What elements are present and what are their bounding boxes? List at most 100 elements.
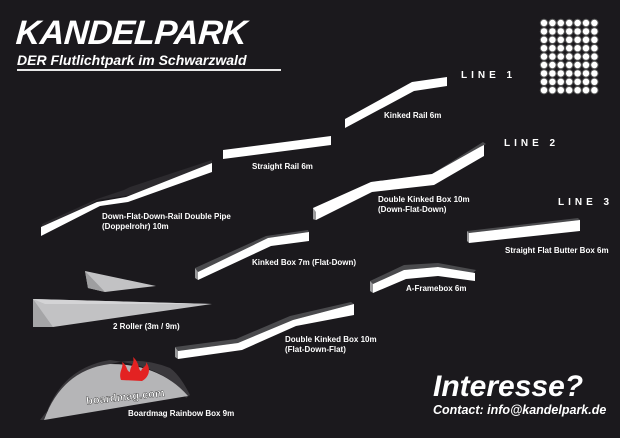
floodlight-dot	[574, 78, 581, 86]
floodlight-dot	[574, 70, 581, 77]
straight-rail-label: Straight Rail 6m	[252, 162, 313, 171]
double-pipe-rail-shape	[41, 160, 212, 236]
double-kinked-box-fdf-label-line1: Double Kinked Box 10m	[285, 335, 377, 344]
floodlight-dot	[582, 61, 590, 69]
line-2-label: LINE 2	[504, 138, 560, 149]
floodlight-dot	[566, 78, 573, 86]
a-framebox-label: A-Framebox 6m	[406, 284, 467, 293]
flame-logo-icon	[120, 357, 149, 381]
floodlight-dot	[582, 45, 590, 52]
title-divider	[17, 69, 281, 71]
line-3-label: LINE 3	[558, 197, 614, 208]
floodlight-dot	[557, 53, 564, 60]
kinked-box-label: Kinked Box 7m (Flat-Down)	[252, 258, 357, 267]
floodlight-dot	[574, 61, 581, 69]
kinked-box-shape	[195, 230, 309, 280]
kinked-rail-label: Kinked Rail 6m	[384, 111, 442, 120]
contact-email-link[interactable]: Contact: info@kandelpark.de	[433, 403, 607, 417]
floodlight-dot	[591, 36, 598, 43]
floodlight-dot	[540, 70, 548, 77]
floodlight-dot	[574, 53, 581, 60]
straight-rail-shape	[223, 136, 331, 159]
floodlight-dot	[574, 36, 581, 43]
page-subtitle: DER Flutlichtpark im Schwarzwald	[17, 52, 247, 68]
floodlight-dot	[549, 19, 556, 27]
floodlight-dot	[549, 53, 556, 60]
floodlight-dot	[582, 19, 590, 27]
floodlight-dot	[540, 78, 548, 86]
floodlight-dot	[549, 61, 556, 69]
line-1-label: LINE 1	[461, 70, 517, 81]
floodlight-dot	[574, 19, 581, 27]
floodlight-dot	[540, 61, 548, 69]
double-kinked-box-dfd-shape	[313, 142, 486, 220]
floodlight-dot	[557, 45, 564, 52]
floodlight-dot	[540, 28, 548, 35]
floodlight-dot	[591, 78, 598, 86]
floodlight-dot	[591, 87, 598, 94]
floodlight-dot	[557, 70, 564, 77]
floodlight-dot	[591, 61, 598, 69]
floodlight-dot	[549, 45, 556, 52]
floodlight-dot	[549, 87, 556, 94]
floodlight-dot	[540, 87, 548, 94]
floodlight-dot	[557, 78, 564, 86]
floodlight-dot	[557, 28, 564, 35]
floodlight-dot	[566, 45, 573, 52]
butter-box-shape	[467, 218, 580, 243]
floodlight-dot	[557, 87, 564, 94]
floodlight-dot	[557, 61, 564, 69]
floodlight-dot	[549, 78, 556, 86]
floodlight-dot	[582, 53, 590, 60]
double-pipe-rail-label: Down-Flat-Down-Rail Double Pipe (Doppelr…	[102, 212, 231, 232]
floodlight-dot	[582, 28, 590, 35]
floodlight-dot	[557, 36, 564, 43]
double-kinked-box-dfd-label: Double Kinked Box 10m (Down-Flat-Down)	[378, 195, 470, 215]
butter-box-label: Straight Flat Butter Box 6m	[505, 246, 609, 255]
floodlight-dot	[549, 70, 556, 77]
floodlight-dot	[540, 45, 548, 52]
double-kinked-box-fdf-label: Double Kinked Box 10m (Flat-Down-Flat)	[285, 335, 377, 355]
double-kinked-box-fdf-shape	[175, 302, 354, 359]
floodlight-dot	[574, 28, 581, 35]
floodlight-dot	[566, 36, 573, 43]
roller-large-shape	[33, 299, 212, 327]
floodlight-dot	[582, 87, 590, 94]
floodlight-dot	[566, 87, 573, 94]
floodlight-dot	[566, 28, 573, 35]
a-framebox-shape	[370, 263, 476, 293]
floodlight-dot	[591, 53, 598, 60]
floodlight-dot	[574, 45, 581, 52]
floodlight-dot	[540, 36, 548, 43]
rainbow-box-label: Boardmag Rainbow Box 9m	[128, 409, 235, 418]
floodlight-dot	[582, 70, 590, 77]
floodlight-dot	[582, 36, 590, 43]
floodlight-dot	[549, 28, 556, 35]
roller-small-shape	[85, 271, 156, 292]
floodlight-dot	[549, 36, 556, 43]
floodlight-grid-icon	[539, 18, 599, 95]
floodlight-dot	[566, 19, 573, 27]
double-pipe-rail-label-line2: (Doppelrohr) 10m	[102, 222, 169, 231]
floodlight-dot	[566, 70, 573, 77]
double-kinked-box-dfd-label-line1: Double Kinked Box 10m	[378, 195, 470, 204]
floodlight-dot	[557, 19, 564, 27]
double-pipe-rail-label-line1: Down-Flat-Down-Rail Double Pipe	[102, 212, 231, 221]
floodlight-dot	[574, 87, 581, 94]
floodlight-dot	[566, 61, 573, 69]
floodlight-dot	[540, 19, 548, 27]
double-kinked-box-fdf-label-line2: (Flat-Down-Flat)	[285, 345, 346, 354]
double-kinked-box-dfd-label-line2: (Down-Flat-Down)	[378, 205, 447, 214]
kinked-rail-shape	[345, 77, 447, 128]
floodlight-dot	[591, 45, 598, 52]
floodlight-dot	[540, 53, 548, 60]
rainbow-box-shape: boardmag.com	[40, 357, 190, 420]
floodlight-dot	[591, 70, 598, 77]
floodlight-dot	[591, 19, 598, 27]
roller-label: 2 Roller (3m / 9m)	[113, 322, 180, 331]
cta-heading: Interesse?	[433, 370, 584, 403]
floodlight-dot	[566, 53, 573, 60]
floodlight-dot	[582, 78, 590, 86]
